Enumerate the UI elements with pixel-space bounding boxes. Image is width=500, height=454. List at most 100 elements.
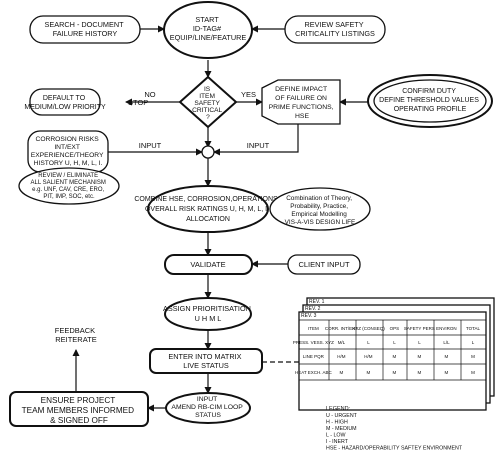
- enter-matrix-node: [149, 348, 263, 374]
- define-impact-node: [261, 79, 341, 125]
- eliminate-line-4: PIT, IMP, SOC, etc.: [43, 194, 95, 200]
- amend-line-1: INPUT: [197, 396, 217, 403]
- start-line-1: START: [195, 15, 219, 24]
- legend-entry: H - HIGH: [326, 420, 348, 426]
- theory-line-4: VIS-A-VIS DESIGN LIFE: [285, 219, 356, 226]
- rev-2-label: REV. 2: [305, 306, 321, 312]
- eliminate-line-3: e.g. UNF, CAV, CRE, ERO,: [32, 187, 104, 193]
- client-input-node: [287, 254, 361, 275]
- amend-status-node: [165, 392, 251, 424]
- legend-title: LEGEND:: [326, 406, 351, 412]
- matrix-line-2: LIVE STATUS: [183, 361, 229, 370]
- confirm-line-2: DEFINE THRESHOLD VALUES: [379, 97, 479, 104]
- review-safety-line-1: REVIEW SAFETY: [304, 20, 363, 29]
- rev-1-label: REV. 1: [309, 299, 325, 305]
- combine-line-3: ALLOCATION: [186, 216, 230, 223]
- arrow-impact-to-junction: [213, 124, 299, 156]
- matrix-sheet-rev3: [298, 311, 487, 411]
- row3-environ: M: [444, 370, 448, 375]
- stop-label: STOP: [128, 98, 148, 107]
- header-ops: OPS: [390, 326, 400, 331]
- default-priority-node: [29, 88, 101, 116]
- corrosion-line-2: INT/EXT: [54, 144, 80, 151]
- row2-haz: H/M: [364, 354, 373, 359]
- legend-entry: U - URGENT: [326, 413, 358, 419]
- amend-line-3: STATUS: [195, 412, 221, 419]
- combination-theory-text: Combination of Theory, Probability, Prac…: [285, 195, 356, 226]
- matrix-line-1: ENTER INTO MATRIX: [168, 352, 241, 361]
- combine-risk-text: COMBINE HSE, CORROSION,OPERATIONS, OVERA…: [134, 196, 281, 223]
- assign-line-2: U H M L: [195, 314, 222, 323]
- define-impact-text: DEFINE IMPACT OF FAILURE ON PRIME FUNCTI…: [269, 86, 336, 120]
- review-eliminate-node: [18, 167, 120, 205]
- matrix-row: PRESS. VESS. XYZ M/L L L L L/L L: [293, 340, 475, 345]
- feedback-text: FEEDBACK REITERATE: [55, 326, 98, 344]
- row2-total: M: [471, 354, 475, 359]
- risk-matrix: REV. 1 REV. 2 REV. 3 ITEM CORR. INT/EXT …: [293, 297, 495, 411]
- amend-line-2: AMEND RB-CIM LOOP: [171, 404, 243, 411]
- header-safety: SAFETY PERS: [404, 326, 435, 331]
- combination-theory-node: [269, 187, 371, 231]
- row3-haz: M: [366, 370, 370, 375]
- row1-corr: M/L: [338, 340, 346, 345]
- review-safety-text: REVIEW SAFETY CRITICALITY LISTINGS: [295, 20, 375, 38]
- row1-item: PRESS. VESS. XYZ: [293, 340, 334, 345]
- search-line-1: SEARCH - DOCUMENT: [45, 20, 125, 29]
- feedback-line-2: REITERATE: [55, 335, 97, 344]
- legend-entry: I - INERT: [326, 439, 349, 445]
- review-safety-line-2: CRITICALITY LISTINGS: [295, 29, 375, 38]
- header-haz: HAZ (CONSEQ): [352, 326, 385, 331]
- legend-entry: L - LOW: [326, 433, 346, 439]
- legend: LEGEND: U - URGENT H - HIGH M - MEDIUM L…: [326, 406, 463, 452]
- matrix-row: HEAT EXCH. ABC M M M M M M: [295, 370, 475, 375]
- decision-line-5: ?: [206, 114, 210, 121]
- impact-line-3: PRIME FUNCTIONS,: [269, 104, 334, 111]
- default-line-1: DEFAULT TO: [43, 95, 86, 102]
- assign-prioritisation-text: ASSIGN PRIORITISATION U H M L: [163, 304, 253, 323]
- enter-matrix-text: ENTER INTO MATRIX LIVE STATUS: [168, 352, 243, 370]
- start-node: [163, 1, 253, 59]
- ensure-signoff-node: [9, 391, 149, 427]
- validate-label: VALIDATE: [190, 260, 225, 269]
- junction-node: [201, 145, 215, 159]
- matrix-grid: [299, 319, 486, 381]
- row2-ops: M: [392, 354, 396, 359]
- row3-item: HEAT EXCH. ABC: [295, 370, 333, 375]
- ensure-signoff-text: ENSURE PROJECT TEAM MEMBERS INFORMED & S…: [22, 396, 137, 425]
- impact-line-1: DEFINE IMPACT: [275, 86, 327, 93]
- decision-line-4: CRITICAL: [192, 107, 222, 114]
- legend-entry: M - MEDIUM: [326, 426, 357, 432]
- legend-entries: U - URGENT H - HIGH M - MEDIUM L - LOW I…: [326, 413, 463, 452]
- start-line-2: ID-TAG#: [193, 24, 222, 33]
- header-item: ITEM: [308, 326, 319, 331]
- assign-prioritisation-node: [164, 297, 252, 331]
- row1-environ: L/L: [443, 340, 450, 345]
- input-left-label: INPUT: [139, 141, 162, 150]
- combine-line-1: COMBINE HSE, CORROSION,OPERATIONS,: [134, 196, 279, 203]
- impact-line-4: HSE: [295, 113, 309, 120]
- row3-corr: M: [339, 370, 343, 375]
- header-environ: ENVIRON: [436, 326, 457, 331]
- review-eliminate-text: REVIEW / ELIMINATE ALL SALIENT MECHANISM…: [30, 173, 107, 200]
- matrix-header-row: ITEM CORR. INT/EXT HAZ (CONSEQ) OPS SAFE…: [308, 326, 481, 331]
- assign-line-1: ASSIGN PRIORITISATION: [163, 304, 251, 313]
- row2-corr: H/M: [337, 354, 346, 359]
- validate-node: [164, 254, 253, 275]
- row2-safety: M: [417, 354, 421, 359]
- row3-safety: M: [417, 370, 421, 375]
- decision-text: IS ITEM SAFETY CRITICAL ?: [192, 86, 224, 121]
- corrosion-risks-text: CORROSION RISKS INT/EXT EXPERIENCE/THEOR…: [31, 136, 105, 167]
- eliminate-line-2: ALL SALIENT MECHANISM: [30, 180, 105, 186]
- ensure-line-2: TEAM MEMBERS INFORMED: [22, 406, 134, 415]
- corrosion-line-4: HISTORY U, H, M, L, I.: [34, 160, 103, 167]
- start-line-3: EQUIP/LINE/FEATURE: [170, 33, 247, 42]
- decision-line-1: IS: [204, 86, 211, 93]
- theory-line-2: Probability, Practice,: [290, 203, 348, 210]
- combine-line-2: OVERALL RISK RATINGS U, H, M, L, I,: [145, 206, 269, 213]
- row1-ops: L: [393, 340, 396, 345]
- matrix-row: LINE PQR H/M H/M M M M M: [303, 354, 475, 359]
- connectors: [65, 25, 370, 412]
- row2-environ: M: [444, 354, 448, 359]
- row1-haz: L: [367, 340, 370, 345]
